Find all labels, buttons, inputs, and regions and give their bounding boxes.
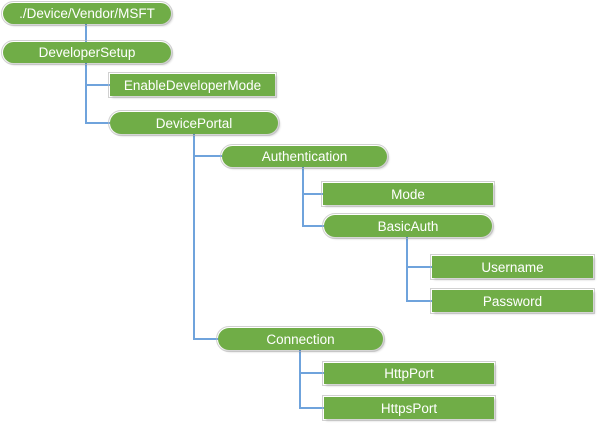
connector-segment	[85, 24, 87, 42]
tree-node-http-port: HttpPort	[322, 361, 496, 386]
connector-segment	[299, 407, 324, 409]
tree-node-connection: Connection	[216, 326, 385, 352]
connector-segment	[85, 122, 110, 124]
connector-segment	[85, 84, 110, 86]
connector-segment	[302, 167, 304, 227]
tree-node-username: Username	[430, 254, 595, 280]
connector-segment	[85, 63, 87, 124]
tree-node-mode: Mode	[321, 181, 495, 207]
connector-segment	[193, 134, 195, 340]
connector-segment	[406, 266, 432, 268]
connector-segment	[299, 372, 324, 374]
tree-node-https-port: HttpsPort	[322, 395, 496, 421]
tree-node-device-portal: DevicePortal	[108, 110, 280, 136]
connector-segment	[406, 300, 432, 302]
tree-node-enable-developer-mode: EnableDeveloperMode	[108, 72, 277, 98]
connector-segment	[299, 350, 301, 409]
tree-node-password: Password	[430, 288, 595, 314]
connector-segment	[193, 155, 222, 157]
connector-segment	[193, 338, 218, 340]
connector-segment	[406, 237, 408, 302]
connector-segment	[302, 225, 324, 227]
tree-node-authentication: Authentication	[220, 144, 389, 169]
tree-node-developer-setup: DeveloperSetup	[1, 40, 173, 65]
connector-segment	[302, 193, 323, 195]
tree-node-device-vendor-msft: ./Device/Vendor/MSFT	[1, 1, 173, 26]
tree-node-basic-auth: BasicAuth	[322, 213, 494, 239]
